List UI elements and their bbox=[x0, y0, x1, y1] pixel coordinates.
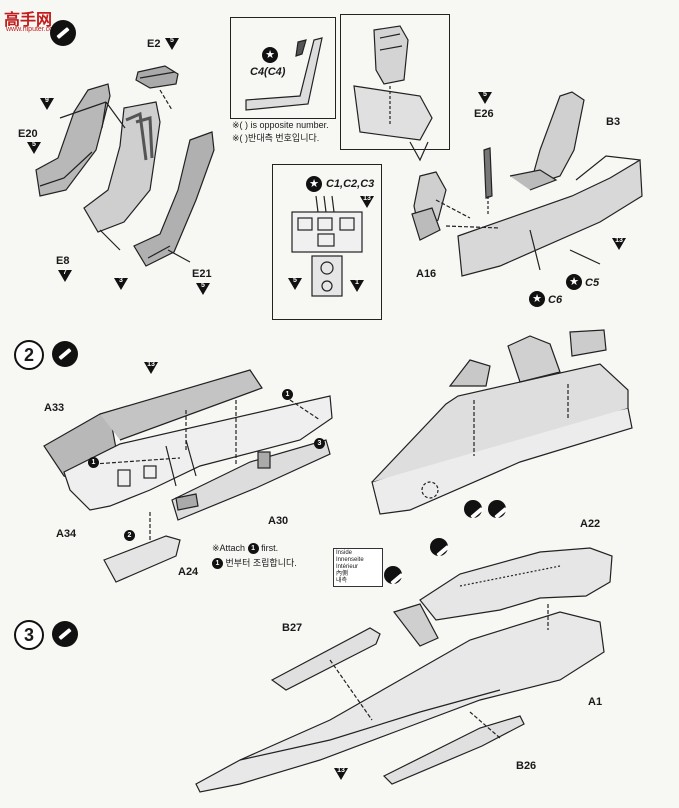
paint-ref: 3 bbox=[114, 277, 128, 290]
label-b3: B3 bbox=[606, 116, 621, 128]
label-b26: B26 bbox=[516, 760, 537, 772]
pencil-icon bbox=[52, 341, 78, 367]
cement-icon bbox=[384, 566, 402, 584]
label-a33: A33 bbox=[44, 402, 65, 414]
pencil-icon bbox=[50, 20, 76, 46]
paint-ref: 5 bbox=[478, 91, 492, 104]
star-icon: ★ bbox=[306, 176, 322, 192]
watermark-logo: 高手网 bbox=[4, 12, 53, 29]
part-b27-shape bbox=[270, 627, 381, 691]
part-a22-shape bbox=[419, 547, 613, 621]
detail-box-panel bbox=[272, 164, 382, 320]
part-e21-shape bbox=[133, 131, 215, 267]
label-a34: A34 bbox=[56, 528, 77, 540]
step-marker-1: 1 bbox=[88, 457, 99, 468]
part-e26-shape bbox=[483, 147, 493, 199]
inside-legend: Inside Innenseite Intérieur 內側 내측 bbox=[333, 548, 383, 587]
note-opposite-en: ※( ) is opposite number. bbox=[232, 120, 329, 130]
paint-ref: 5 bbox=[165, 37, 179, 50]
star-icon: ★ bbox=[529, 291, 545, 307]
part-e20-shape bbox=[35, 83, 111, 197]
paint-ref: 5 bbox=[196, 282, 210, 295]
star-icon: ★ bbox=[262, 47, 278, 63]
label-a30: A30 bbox=[268, 515, 289, 527]
note-opposite-ko: ※( )반대측 번호입니다. bbox=[232, 133, 320, 143]
step-marker-2: 2 bbox=[124, 530, 135, 541]
glue-icon bbox=[430, 538, 448, 556]
label-a22: A22 bbox=[580, 518, 601, 530]
part-b26-shape bbox=[382, 715, 525, 785]
star-icon: ★ bbox=[566, 274, 582, 290]
detail-box-seat bbox=[340, 14, 450, 150]
paint-ref: 5 bbox=[27, 141, 41, 154]
note-attach-en: ※Attach 1 first. bbox=[212, 543, 279, 555]
label-c5: C5 bbox=[585, 277, 600, 289]
glue-icon bbox=[464, 500, 482, 518]
note-attach-ko: 1 번부터 조립합니다. bbox=[212, 556, 297, 570]
step-marker-1: 1 bbox=[282, 389, 293, 400]
paint-ref: 13 bbox=[144, 361, 158, 374]
step-number-2: 2 bbox=[14, 340, 44, 370]
cement-icon bbox=[488, 500, 506, 518]
label-c6: C6 bbox=[548, 294, 563, 306]
paint-ref: 1 bbox=[350, 279, 364, 292]
label-a1: A1 bbox=[588, 696, 603, 708]
label-e2: E2 bbox=[147, 38, 161, 50]
part-a1-shape bbox=[195, 611, 605, 793]
label-c1-c2-c3: C1,C2,C3 bbox=[326, 178, 375, 190]
paint-ref: 7 bbox=[58, 269, 72, 282]
label-e26: E26 bbox=[474, 108, 494, 120]
part-e2-shape bbox=[135, 65, 179, 89]
paint-ref: 9 bbox=[40, 97, 54, 110]
paint-ref: 13 bbox=[612, 237, 626, 250]
paint-ref: 13 bbox=[360, 195, 374, 208]
paint-ref: 13 bbox=[334, 767, 348, 780]
paint-ref: 5 bbox=[288, 277, 302, 290]
pencil-icon bbox=[52, 621, 78, 647]
label-e20: E20 bbox=[18, 128, 38, 140]
label-c4: C4(C4) bbox=[250, 66, 286, 78]
part-b3-shape bbox=[457, 158, 643, 277]
step-marker-3: 3 bbox=[314, 438, 325, 449]
part-a34-shape bbox=[63, 395, 333, 511]
label-b27: B27 bbox=[282, 622, 303, 634]
label-e8: E8 bbox=[56, 255, 70, 267]
label-a24: A24 bbox=[178, 566, 199, 578]
label-e21: E21 bbox=[192, 268, 212, 280]
part-a30-shape bbox=[171, 439, 331, 521]
detail-box-c4 bbox=[230, 17, 336, 119]
label-a16: A16 bbox=[416, 268, 437, 280]
part-e8-shape bbox=[83, 101, 161, 233]
part-a24-shape bbox=[103, 535, 181, 583]
watermark-url: www.hiputer.com bbox=[6, 26, 59, 33]
step-number-3: 3 bbox=[14, 620, 44, 650]
